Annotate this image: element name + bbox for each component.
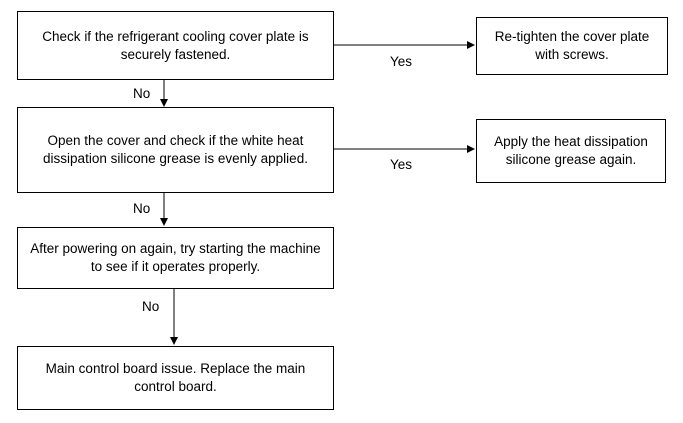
step-power-on-test-text: After powering on again, try starting th… [30,241,321,274]
step-power-on-test: After powering on again, try starting th… [17,227,334,289]
no-label-2: No [133,201,151,216]
action-retighten-cover: Re-tighten the cover plate with screws. [476,17,668,75]
action-reapply-grease-text: Apply the heat dissipation silicone grea… [494,134,648,167]
step-replace-main-board: Main control board issue. Replace the ma… [17,346,334,410]
step-check-silicone-grease-text: Open the cover and check if the white he… [43,133,308,166]
step-check-silicone-grease: Open the cover and check if the white he… [17,107,334,193]
step-check-cover-plate-text: Check if the refrigerant cooling cover p… [42,28,309,62]
action-retighten-cover-text: Re-tighten the cover plate with screws. [494,29,650,62]
step-check-cover-plate: Check if the refrigerant cooling cover p… [17,11,334,80]
action-reapply-grease: Apply the heat dissipation silicone grea… [476,119,666,183]
yes-label-2: Yes [390,157,413,172]
no-label-3: No [142,299,160,314]
step-replace-main-board-text: Main control board issue. Replace the ma… [45,361,306,394]
no-label-1: No [133,86,151,101]
yes-label-1: Yes [390,54,413,69]
